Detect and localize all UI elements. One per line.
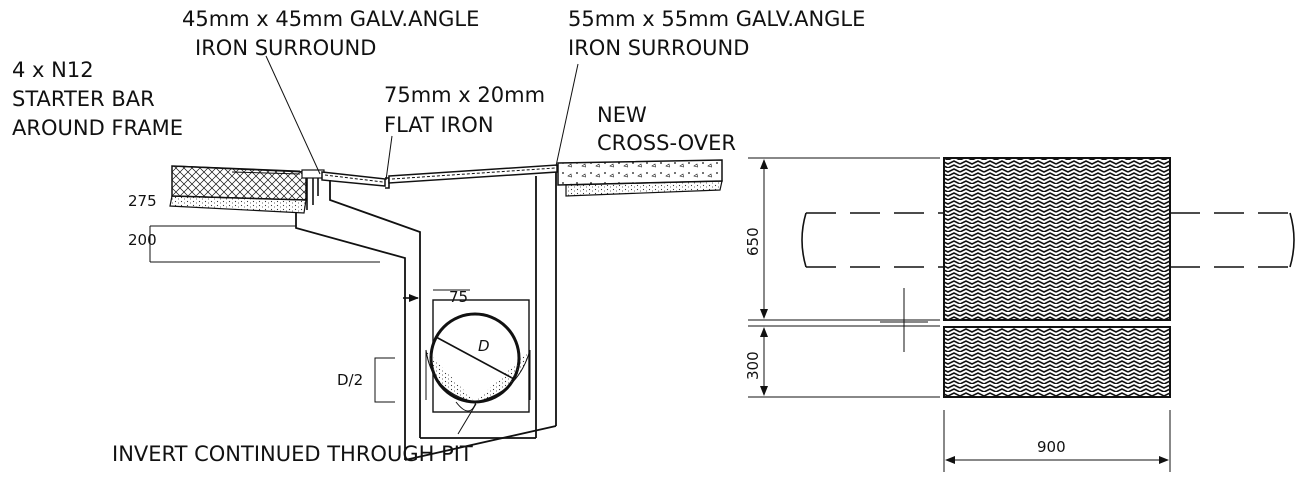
dim-half-diameter: D/2 — [337, 371, 363, 389]
section-view: 45mm x 45mm GALV.ANGLE IRON SURROUND 55m… — [12, 7, 865, 466]
flat-iron-label-line2: FLAT IRON — [384, 113, 494, 137]
grate-top — [321, 164, 558, 189]
crossover-slab — [557, 159, 723, 197]
section-dimension-lines — [149, 225, 477, 412]
dim-gap-depth: 300 — [744, 351, 762, 380]
dim-pipe-diameter: D — [478, 337, 490, 355]
plan-pipe — [801, 212, 1295, 268]
crossover-label-line1: NEW — [597, 103, 647, 127]
dim-kerb-depth: 275 — [128, 192, 157, 210]
starter-bar-label-line2: STARTER BAR — [12, 87, 155, 111]
dim-wall-offset: 75 — [449, 288, 468, 306]
angle-55-label-line2: IRON SURROUND — [568, 36, 749, 60]
angle-55-label-line1: 55mm x 55mm GALV.ANGLE — [568, 7, 865, 31]
starter-bar-label-line3: AROUND FRAME — [12, 116, 183, 140]
grate-lower — [943, 326, 1171, 398]
plan-view: 650 300 900 — [744, 157, 1295, 472]
starter-bars — [301, 169, 325, 210]
kerb-slab — [169, 165, 307, 214]
starter-bar-label-line1: 4 x N12 — [12, 58, 94, 82]
angle-45-label-line2: IRON SURROUND — [195, 36, 376, 60]
flat-iron-label-line1: 75mm x 20mm — [384, 83, 545, 107]
crossover-label-line2: CROSS-OVER — [597, 131, 736, 155]
invert-note: INVERT CONTINUED THROUGH PIT — [112, 442, 473, 466]
dim-width: 900 — [1037, 438, 1066, 456]
grate-upper — [943, 157, 1171, 321]
dim-grate-length: 650 — [744, 227, 762, 256]
angle-45-label-line1: 45mm x 45mm GALV.ANGLE — [182, 7, 479, 31]
pit-walls — [295, 172, 557, 461]
pipe — [425, 299, 531, 413]
plan-dimension-lines — [748, 157, 1171, 472]
dim-step-depth: 200 — [128, 231, 157, 249]
leader-lines — [231, 55, 579, 435]
